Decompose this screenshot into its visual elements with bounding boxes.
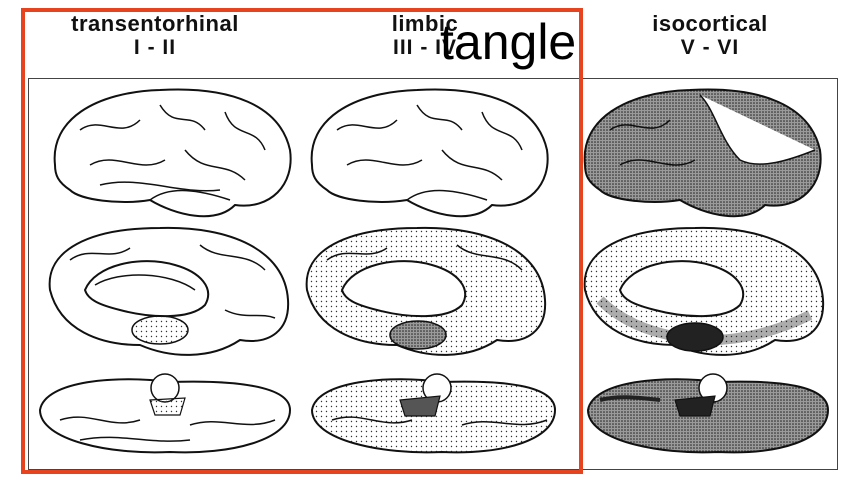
lateral-view-brain [585, 89, 821, 216]
region-label: isocortical [620, 12, 800, 36]
braak-stage-label: V - VI [620, 36, 800, 60]
column-isocortical [585, 89, 828, 452]
column-header-isocortical: isocortical V - VI [620, 12, 800, 60]
highlight-box [21, 8, 583, 474]
medial-view-brain [585, 228, 824, 355]
basal-view-brain [588, 374, 828, 452]
